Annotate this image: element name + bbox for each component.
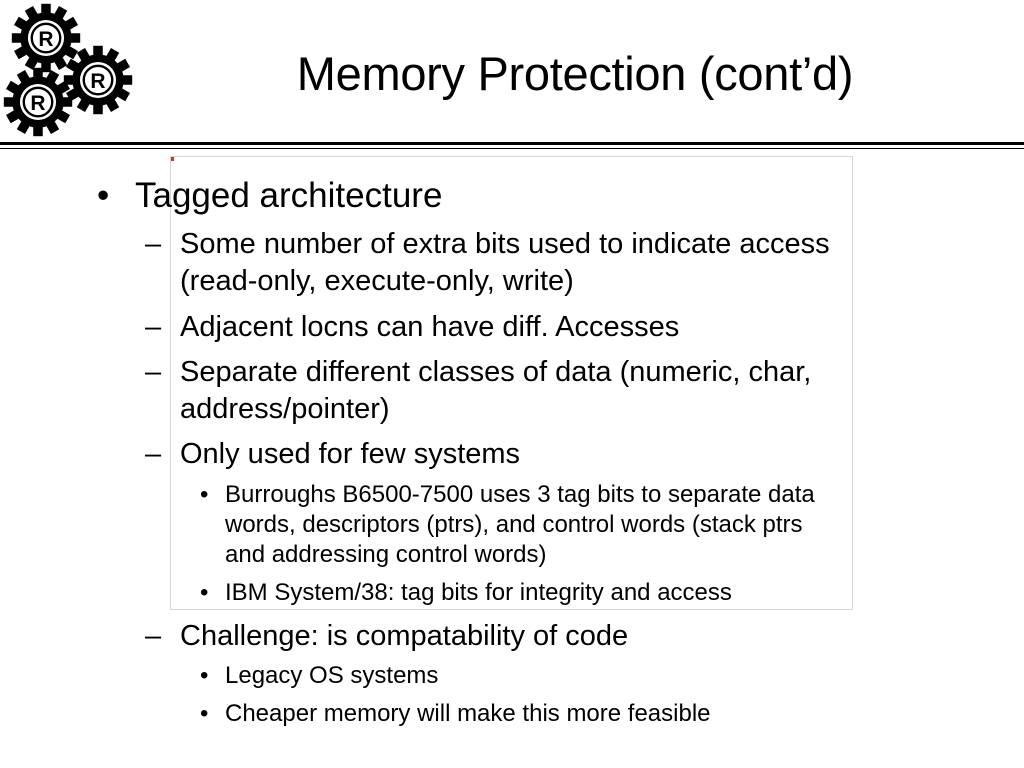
subbullet-text: Separate different classes of data (nume… xyxy=(180,356,812,388)
gear-icon-left: R xyxy=(2,66,74,138)
dash-marker: – xyxy=(145,356,162,388)
subsubbullet-text: IBM System/38: tag bits for integrity an… xyxy=(225,579,732,606)
subsubbullet-text: Cheaper memory will make this more feasi… xyxy=(225,700,711,727)
gear-icon-top: R xyxy=(10,2,82,74)
slide-title: Memory Protection (cont’d) xyxy=(296,47,854,100)
subbullet-text-cont: (read-only, execute-only, write) xyxy=(180,265,574,297)
subbullet-text: Adjacent locns can have diff. Accesses xyxy=(180,311,680,343)
dash-marker: – xyxy=(145,228,162,260)
embedded-image-marker xyxy=(171,157,174,161)
subsubbullet-text-cont: words, descriptors (ptrs), and control w… xyxy=(225,511,803,538)
subbullet-text: Some number of extra bits used to indica… xyxy=(180,228,830,260)
subsubbullet-text-cont: and addressing control words) xyxy=(225,541,547,568)
gear-icon-right: R xyxy=(62,44,134,116)
embedded-image-frame xyxy=(170,156,853,610)
bullet-marker: • xyxy=(200,481,209,508)
subbullet-text: Only used for few systems xyxy=(180,438,521,470)
subsubbullet-text: Burroughs B6500-7500 uses 3 tag bits to … xyxy=(225,481,815,508)
gear-letter-right: R xyxy=(90,70,105,93)
bullet-marker: • xyxy=(200,579,209,606)
gear-letter-left: R xyxy=(30,92,45,115)
bullet-text: Tagged architecture xyxy=(135,176,443,215)
subbullet-text: Challenge: is compatability of code xyxy=(180,620,629,652)
dash-marker: – xyxy=(145,438,162,470)
subsubbullet-text: Legacy OS systems xyxy=(225,662,439,689)
bullet-marker: • xyxy=(200,700,209,727)
title-divider-thick xyxy=(0,142,1024,145)
subbullet-text-cont: address/pointer) xyxy=(180,393,390,425)
bullet-marker: • xyxy=(200,662,209,689)
bullet-marker: • xyxy=(97,176,110,215)
gear-letter-top: R xyxy=(38,28,53,51)
title-divider-thin xyxy=(0,148,1024,149)
dash-marker: – xyxy=(145,311,162,343)
dash-marker: – xyxy=(145,620,162,652)
gears-logo-icon: R R R xyxy=(2,2,134,138)
